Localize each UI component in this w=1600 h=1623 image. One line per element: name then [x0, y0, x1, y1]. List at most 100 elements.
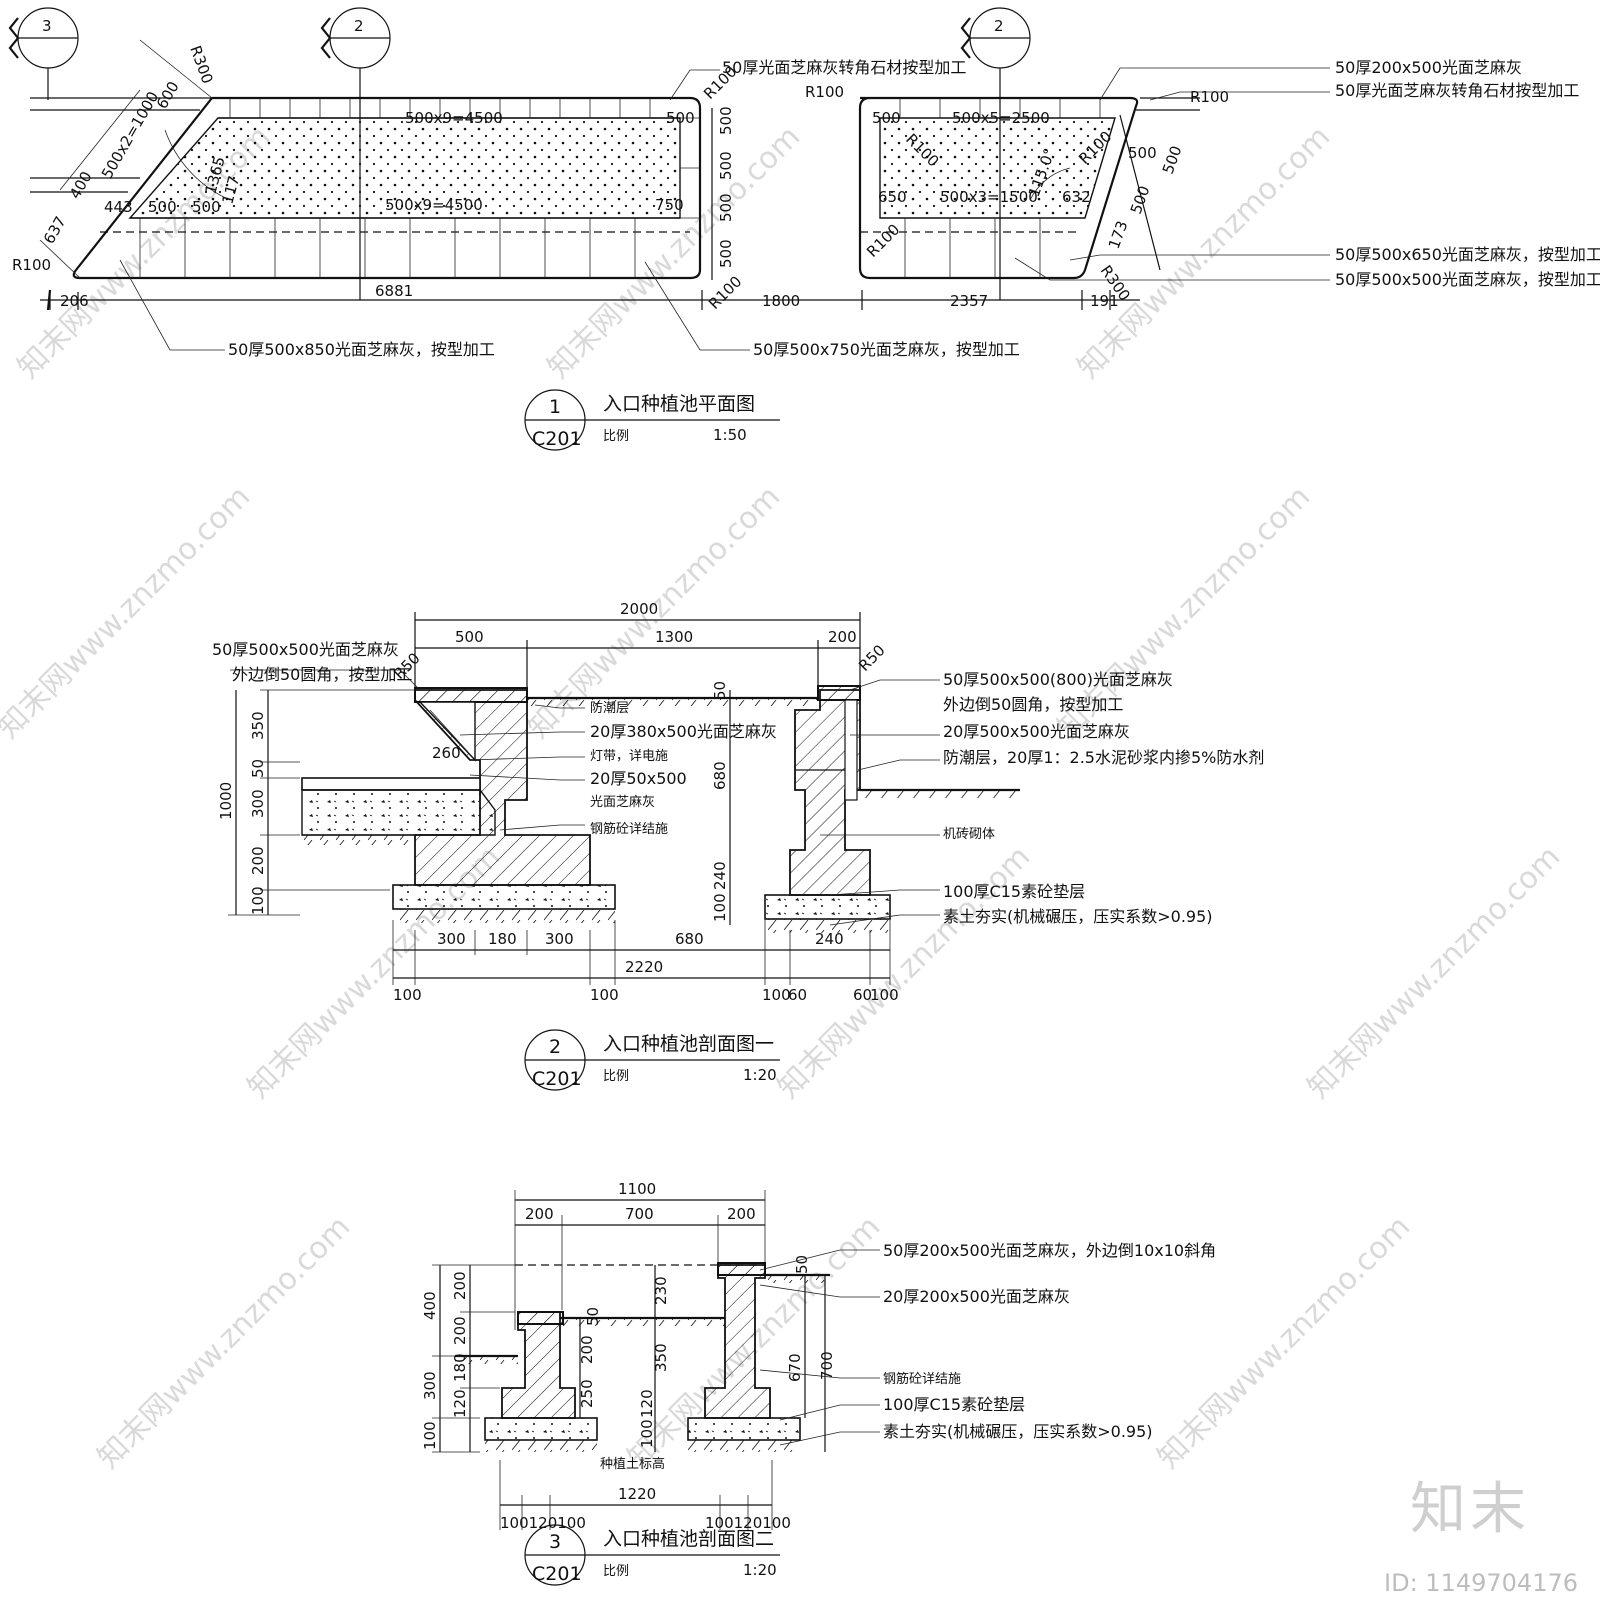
dim-text: 240 — [711, 861, 729, 890]
section1-title-block: 2 C201 入口种植池剖面图一 比例 1:20 — [524, 1029, 780, 1091]
radius-text: R100 — [705, 272, 745, 312]
dim-text: 500 — [717, 193, 735, 222]
dim-text: 2000 — [620, 600, 658, 618]
sheet-number: C201 — [532, 1068, 582, 1090]
watermark: 知末网www.znzmo.com — [1301, 839, 1567, 1105]
section-note: 100厚C15素砼垫层 — [883, 1395, 1025, 1414]
dim-text: 443 — [104, 198, 133, 216]
dim-text: 400 — [66, 168, 96, 202]
dim-text: 100 — [638, 1419, 656, 1448]
dim-text: 700 — [818, 1351, 836, 1380]
dim-text: 300 — [437, 930, 466, 948]
scale-label: 比例 — [603, 1564, 629, 1579]
dim-text: 100 — [870, 986, 899, 1004]
sheet-number: C201 — [532, 428, 582, 450]
dim-text: 120 — [451, 1389, 469, 1418]
dim-text: 2357 — [950, 292, 988, 310]
dim-text: 500 — [717, 239, 735, 268]
dim-text: 200 — [525, 1205, 554, 1223]
dim-text: 500 — [1159, 143, 1186, 176]
dim-text: 637 — [40, 213, 70, 247]
dim-text: 173 — [1105, 218, 1132, 251]
plan-dimension-lines — [39, 39, 1161, 311]
dim-text: 100120100 — [500, 1514, 586, 1532]
dim-text: 100120100 — [705, 1514, 791, 1532]
watermark-layer: 知末网www.znzmo.com 知末网www.znzmo.com 知末网www… — [0, 119, 1567, 1475]
plan-note: 50厚500x500光面芝麻灰，按型加工 — [1335, 270, 1600, 289]
section-note: 20厚200x500光面芝麻灰 — [883, 1287, 1070, 1306]
brand-logo: 知末 — [1410, 1477, 1530, 1542]
dim-text: 2220 — [625, 958, 663, 976]
dim-text: 100 — [393, 986, 422, 1004]
dim-text: 500x9=4500 — [385, 196, 483, 214]
section-marker-3: 3 — [8, 7, 79, 100]
image-id: ID: 1149704176 — [1384, 1569, 1578, 1597]
section-note: 防潮层 — [590, 700, 629, 716]
section-note: 外边倒50圆角，按型加工 — [232, 665, 412, 684]
plan-leaders — [119, 67, 1330, 351]
dim-text: 200 — [578, 1335, 596, 1364]
section-note: 外边倒50圆角，按型加工 — [943, 695, 1123, 714]
dim-text: 300 — [249, 789, 267, 818]
dim-text: 250 — [578, 1379, 596, 1408]
section-note: 50厚200x500光面芝麻灰，外边倒10x10斜角 — [883, 1241, 1216, 1260]
dim-text: 180 — [451, 1353, 469, 1382]
radius-text: R100 — [805, 83, 844, 101]
dim-text: 350 — [652, 1343, 670, 1372]
dim-text: 1300 — [655, 628, 693, 646]
section2-title-block: 3 C201 入口种植池剖面图二 比例 1:20 — [524, 1524, 780, 1586]
section-note: 钢筋砼详结施 — [590, 821, 668, 837]
dim-text: 100 — [249, 886, 267, 915]
dim-text: 191 — [1090, 292, 1119, 310]
section-note: 机砖砌体 — [943, 827, 995, 842]
dim-text: 50 — [584, 1307, 602, 1326]
scale-label: 比例 — [603, 429, 629, 444]
dim-text: 500 — [1127, 183, 1154, 216]
dim-text: 120 — [638, 1389, 656, 1418]
dim-text: 1000 — [217, 782, 235, 820]
radius-text: R300 — [186, 43, 216, 86]
dim-text: 1100 — [618, 1180, 656, 1198]
scale-value: 1:20 — [743, 1066, 777, 1084]
dim-text: 500 — [717, 106, 735, 135]
ground-label: 种植土标高 — [600, 1456, 665, 1472]
dim-text: 60 — [853, 986, 872, 1004]
dim-text: 500 — [872, 109, 901, 127]
section-note: 素土夯实(机械碾压，压实系数>0.95) — [943, 907, 1213, 926]
dim-text: 50 — [793, 1255, 811, 1274]
drawing-number: 3 — [549, 1531, 561, 1553]
plan-note: 50厚500x750光面芝麻灰，按型加工 — [753, 340, 1020, 359]
dim-text: 100 — [762, 986, 791, 1004]
dim-text: 100 — [711, 893, 729, 922]
planter-right — [858, 96, 1200, 280]
dim-text: 500 — [717, 151, 735, 180]
drawing-title: 入口种植池剖面图二 — [603, 1528, 774, 1550]
sheet-number: C201 — [532, 1563, 582, 1585]
marker-label: 2 — [994, 17, 1004, 35]
dim-text: 6881 — [375, 282, 413, 300]
watermark: 知末网www.znzmo.com — [0, 479, 257, 745]
dim-text: 632 — [1062, 188, 1091, 206]
dim-text: 680 — [711, 761, 729, 790]
section-note: 防潮层，20厚1：2.5水泥砂浆内掺5%防水剂 — [943, 748, 1264, 767]
dim-text: 750 — [655, 196, 684, 214]
dim-text: 1800 — [762, 292, 800, 310]
drawing-title: 入口种植池剖面图一 — [603, 1033, 774, 1055]
dim-text: 200 — [249, 846, 267, 875]
dim-text: 50 — [249, 759, 267, 778]
section2-leaders — [759, 1249, 880, 1446]
dim-text: 350 — [249, 711, 267, 740]
section-note: 20厚500x500光面芝麻灰 — [943, 722, 1130, 741]
plan-note: 50厚光面芝麻灰转角石材按型加工 — [1335, 81, 1579, 100]
section-note: 素土夯实(机械碾压，压实系数>0.95) — [883, 1422, 1153, 1441]
dim-text: 670 — [786, 1353, 804, 1382]
dim-text: 300 — [545, 930, 574, 948]
dim-text: 60 — [788, 986, 807, 1004]
dim-text: 1220 — [618, 1485, 656, 1503]
dim-text: 300 — [421, 1371, 439, 1400]
section-note: 100厚C15素砼垫层 — [943, 882, 1085, 901]
scale-label: 比例 — [603, 1069, 629, 1084]
section-note: 钢筋砼详结施 — [883, 1371, 961, 1387]
scale-value: 1:50 — [713, 426, 747, 444]
